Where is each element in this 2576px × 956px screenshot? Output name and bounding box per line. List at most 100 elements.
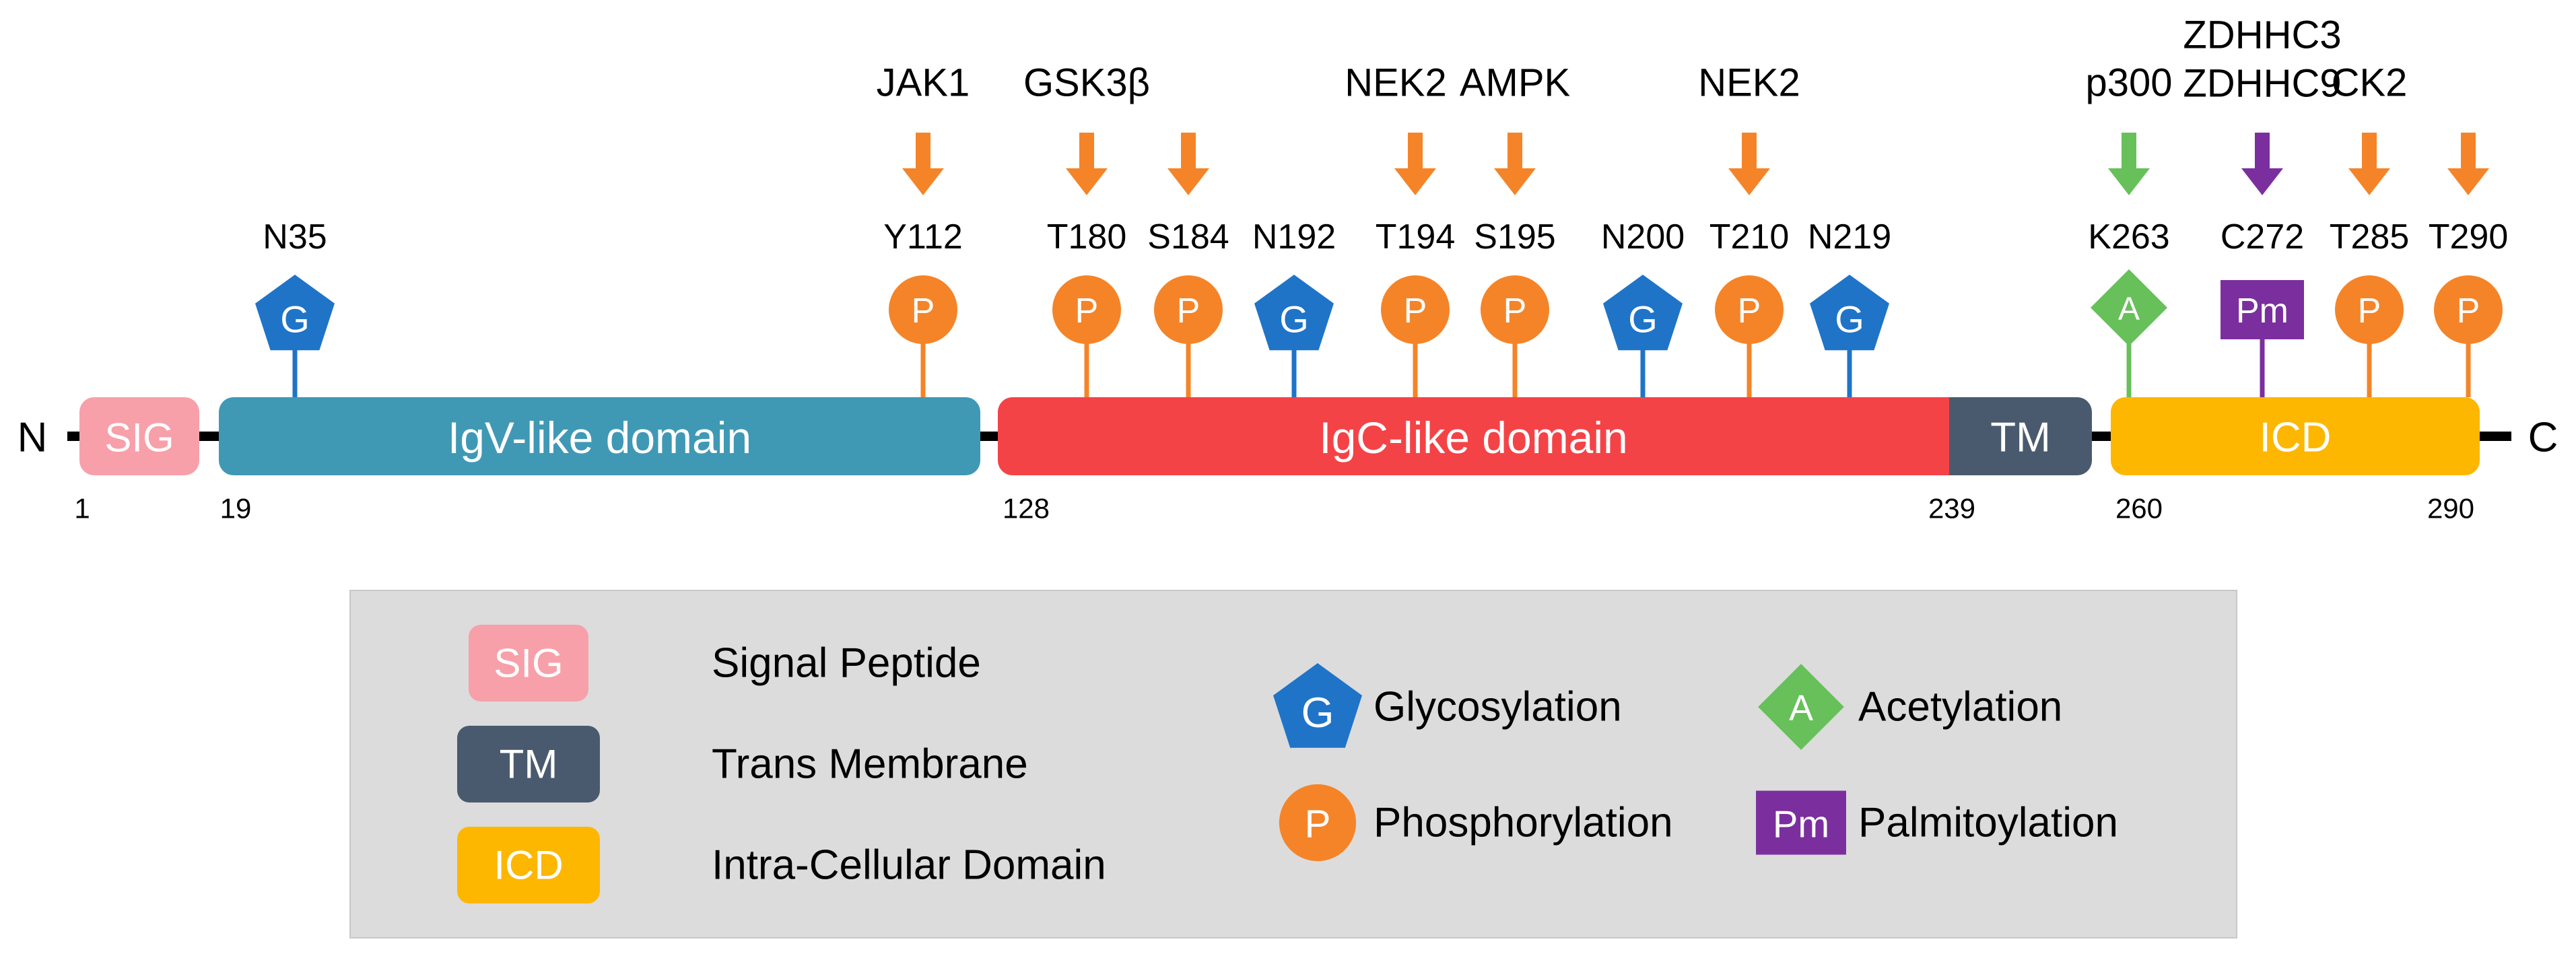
legend-sig-key: SIG [494,641,563,686]
site-t210-stem [1747,310,1752,397]
domain-igc-label: IgC-like domain [1319,413,1628,463]
position-label-19: 19 [220,493,252,524]
position-label-290: 290 [2427,493,2474,524]
enzyme-p300-arrow [2108,133,2150,195]
site-s195-shape [1481,275,1549,344]
legend-palm-shape [1756,790,1846,855]
legend-acetyl-label: Acetylation [1858,684,2062,730]
domain-tm-label: TM [1990,415,2051,461]
legend-tm-key: TM [500,742,558,787]
site-t285-symbol: P [2358,292,2381,331]
enzyme-ck2-label: CK2 [2332,61,2408,105]
site-n219-label: N219 [1808,217,1891,257]
igc-tm-joint-right [1949,397,1966,475]
legend-tm-swatch [457,726,600,803]
enzyme-ampk-label: AMPK [1460,61,1571,105]
domain-sig-bar [79,397,199,475]
site-n200-symbol: G [1628,298,1658,341]
enzyme-gsk3b-arrow-1 [1066,133,1108,195]
site-s195-label: S195 [1474,217,1555,257]
enzyme-nek2-b-label: NEK2 [1698,61,1800,105]
enzyme-gsk3b-arrow-2 [1167,133,1209,195]
position-label-1: 1 [74,493,90,524]
enzyme-ck2-arrow-1 [2348,133,2390,195]
site-n35-shape [255,275,335,351]
legend-acetyl-shape [1758,664,1844,750]
legend-phospho-symbol: P [1305,803,1331,846]
site-t210-shape [1715,275,1784,344]
site-t290-stem [2466,310,2471,397]
site-t210-label: T210 [1709,217,1790,257]
legend-glyco-label: Glycosylation [1374,684,1622,730]
enzyme-zdhhc-label-1: ZDHHC3 [2183,13,2341,57]
site-k263-symbol: A [2118,292,2140,327]
site-t180-shape [1052,275,1121,344]
enzyme-jak1-label: JAK1 [877,61,970,105]
site-t194-stem [1413,310,1418,397]
enzyme-ampk-arrow [1494,133,1536,195]
site-s184-symbol: P [1177,292,1200,331]
n-terminus-label: N [18,415,48,461]
enzyme-p300-label: p300 [2085,61,2172,105]
legend-glyco-symbol: G [1301,689,1334,737]
site-t290-shape [2434,275,2503,344]
legend-sig-swatch [469,625,588,702]
site-s184-label: S184 [1147,217,1229,257]
site-n35-symbol: G [280,298,310,341]
site-n200-shape [1603,275,1683,351]
site-t210-symbol: P [1738,292,1761,331]
legend-icd-swatch [457,827,600,903]
legend-icd-key: ICD [494,843,563,888]
legend-palm-label: Palmitoylation [1858,800,2118,846]
position-label-239: 239 [1928,493,1975,524]
site-k263-label: K263 [2088,217,2169,257]
legend-tm-label: Trans Membrane [712,741,1028,788]
site-k263-shape [2091,269,2167,346]
site-t290-label: T290 [2429,217,2509,257]
enzyme-zdhhc-arrow [2241,133,2283,195]
site-t285-shape [2335,275,2404,344]
site-n35-stem [292,314,298,397]
enzyme-jak1-arrow [902,133,944,195]
site-k263-stem [2126,308,2132,397]
legend-palm-symbol: Pm [1773,803,1829,846]
site-t285-stem [2367,310,2372,397]
domain-igv-bar [219,397,980,475]
site-s195-symbol: P [1503,292,1527,331]
legend-sig-label: Signal Peptide [712,640,981,687]
legend-phospho-shape [1279,784,1357,862]
enzyme-nek2-a-arrow [1394,133,1436,195]
domain-tm-bar [1949,397,2092,475]
enzyme-gsk3b-label: GSK3β [1023,61,1150,105]
legend-glyco-shape [1273,663,1362,748]
site-n219-stem [1847,314,1852,397]
site-n192-label: N192 [1252,217,1336,257]
enzyme-nek2-b-arrow [1728,133,1770,195]
site-t194-label: T194 [1376,217,1456,257]
site-s195-stem [1512,310,1518,397]
legend-icd-label: Intra-Cellular Domain [712,842,1106,889]
domain-igv-label: IgV-like domain [448,413,751,463]
site-n200-stem [1640,314,1646,397]
site-s184-shape [1154,275,1223,344]
site-n192-shape [1254,275,1334,351]
site-n192-symbol: G [1279,298,1309,341]
domain-icd-label: ICD [2260,415,2332,461]
site-n219-shape [1810,275,1889,351]
site-t180-label: T180 [1047,217,1127,257]
domain-igc-bar [998,397,1949,475]
site-t180-symbol: P [1075,292,1099,331]
enzyme-ck2-arrow-2 [2447,133,2489,195]
enzyme-zdhhc-label-2: ZDHHC9 [2183,62,2341,106]
site-c272-stem [2260,310,2265,397]
domain-sig-label: SIG [104,415,174,460]
site-n200-label: N200 [1601,217,1685,257]
site-t180-stem [1084,310,1089,397]
site-n219-symbol: G [1835,298,1864,341]
position-label-260: 260 [2115,493,2163,524]
c-terminus-label: C [2528,415,2558,461]
enzyme-nek2-a-label: NEK2 [1345,61,1447,105]
site-s184-stem [1186,310,1191,397]
legend-box [349,590,2237,938]
